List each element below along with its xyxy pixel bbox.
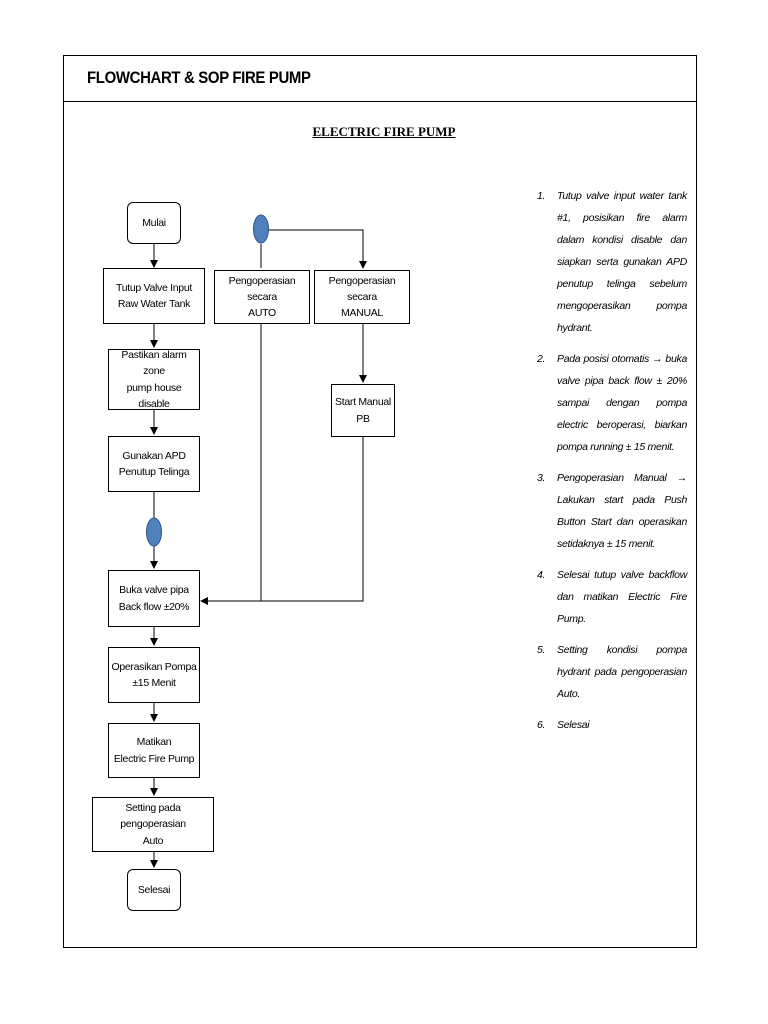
document-title: FLOWCHART & SOP FIRE PUMP — [87, 68, 311, 87]
process-label: Tutup Valve Input Raw Water Tank — [115, 281, 193, 310]
process-auto: Pengoperasian secara AUTO — [214, 270, 310, 324]
process-buka-valve: Buka valve pipa Back flow ±20% — [108, 570, 200, 627]
sop-step: 2. Pada posisi otomatis → buka valve pipa… — [537, 348, 687, 458]
end-label: Selesai — [137, 883, 171, 896]
step-text: Selesai — [557, 719, 590, 731]
process-setting-auto: Setting pada pengoperasian Auto — [92, 797, 214, 852]
start-terminator: Mulai — [127, 202, 181, 244]
process-label: Operasikan Pompa ±15 Menit — [111, 660, 197, 689]
process-label: Pastikan alarm zone pump house disable — [121, 348, 187, 410]
flowchart-subtitle: ELECTRIC FIRE PUMP — [312, 124, 456, 139]
sop-step: 4. Selesai tutup valve backflow dan matik… — [537, 564, 687, 630]
process-label: Buka valve pipa Back flow ±20% — [118, 584, 190, 613]
start-label: Mulai — [142, 216, 166, 229]
step-number: 3. — [537, 472, 546, 484]
process-start-manual: Start Manual PB — [331, 384, 395, 437]
sop-step: 6. Selesai — [537, 714, 687, 736]
arrow-connector-to-manual — [261, 229, 367, 269]
process-operasikan-pompa: Operasikan Pompa ±15 Menit — [108, 647, 200, 703]
process-matikan: Matikan Electric Fire Pump — [108, 723, 200, 778]
arrow-auto-to-buka — [200, 324, 262, 605]
connector-circle-middle — [146, 517, 162, 547]
process-label: Start Manual PB — [335, 396, 391, 425]
process-label: Setting pada pengoperasian Auto — [120, 802, 186, 847]
step-number: 4. — [537, 569, 546, 581]
process-alarm-zone: Pastikan alarm zone pump house disable — [108, 349, 200, 410]
title-bar: FLOWCHART & SOP FIRE PUMP — [63, 55, 697, 102]
process-tutup-valve: Tutup Valve Input Raw Water Tank — [103, 268, 205, 324]
end-terminator: Selesai — [127, 869, 181, 911]
step-number: 5. — [537, 644, 546, 656]
process-label: Gunakan APD Penutup Telinga — [118, 449, 190, 478]
sop-step: 5. Setting kondisi pompa hydrant pada pen… — [537, 639, 687, 705]
step-number: 6. — [537, 719, 546, 731]
step-text: Tutup valve input water tank #1, posisik… — [557, 190, 687, 334]
sop-step: 3. Pengoperasian Manual → Lakukan start p… — [537, 467, 687, 555]
process-label: Pengoperasian secara MANUAL — [328, 274, 396, 320]
line-start-to-buka — [261, 437, 364, 602]
step-number: 2. — [537, 353, 546, 365]
connector-circle-top — [253, 214, 269, 244]
step-text: Pada posisi otomatis → buka valve pipa b… — [557, 353, 687, 453]
step-text: Setting kondisi pompa hydrant pada pengo… — [557, 644, 687, 700]
sop-step: 1. Tutup valve input water tank #1, posis… — [537, 185, 687, 339]
process-gunakan-apd: Gunakan APD Penutup Telinga — [108, 436, 200, 492]
step-text: Selesai tutup valve backflow dan matikan… — [557, 569, 687, 625]
process-label: Matikan Electric Fire Pump — [113, 736, 195, 765]
step-text: Pengoperasian Manual → Lakukan start pad… — [557, 472, 687, 550]
sop-steps-list: 1. Tutup valve input water tank #1, posis… — [537, 185, 687, 745]
step-number: 1. — [537, 190, 546, 202]
process-manual: Pengoperasian secara MANUAL — [314, 270, 410, 324]
document-frame — [63, 55, 697, 948]
process-label: Pengoperasian secara AUTO — [228, 274, 296, 320]
